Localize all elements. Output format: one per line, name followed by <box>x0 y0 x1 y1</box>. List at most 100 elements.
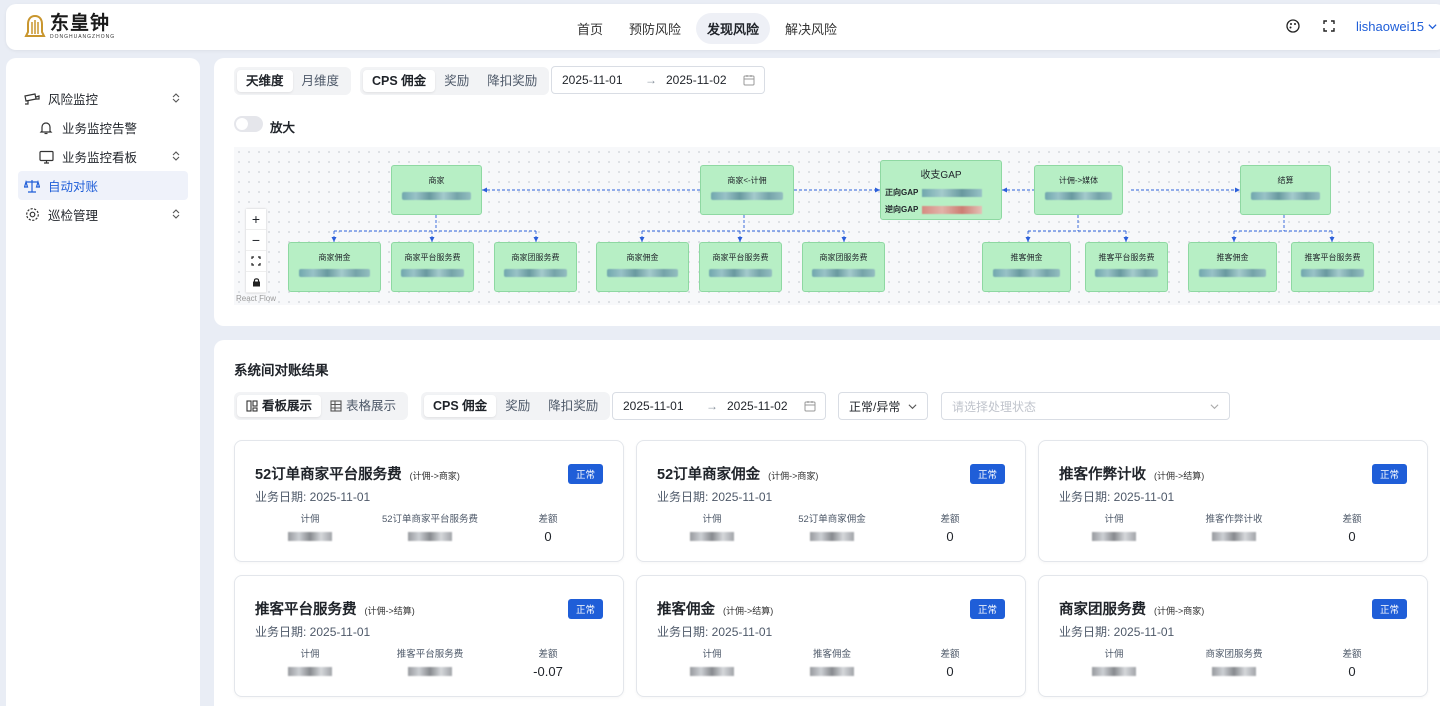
tab-day[interactable]: 天维度 <box>237 70 293 92</box>
masked-value <box>1212 667 1256 676</box>
lock-button[interactable] <box>246 272 266 293</box>
nav-resolve-risk[interactable]: 解决风险 <box>785 22 838 37</box>
flow-node-merchant-group-fee-1[interactable]: 商家团服务费 <box>494 242 577 292</box>
flow-node-promoter-platform-fee-1[interactable]: 推客平台服务费 <box>1085 242 1168 292</box>
react-flow-attribution[interactable]: React Flow <box>236 294 277 303</box>
sidebar-item-inspection[interactable]: 巡检管理 <box>6 200 200 229</box>
date-end: 2025-11-02 <box>727 399 788 413</box>
business-date: 业务日期: 2025-11-01 <box>657 490 773 504</box>
flow-node-promoter-commission-1[interactable]: 推客佣金 <box>982 242 1071 292</box>
business-date: 业务日期: 2025-11-01 <box>657 625 773 639</box>
sidebar-item-label: 业务监控看板 <box>62 151 138 165</box>
flow-node-merchant-platform-fee-1[interactable]: 商家平台服务费 <box>391 242 474 292</box>
sidebar-item-label: 自动对账 <box>48 180 99 194</box>
zoom-label: 放大 <box>270 121 296 135</box>
col-label: 52订单商家平台服务费 <box>381 514 479 525</box>
col-label: 商家团服务费 <box>1205 649 1263 660</box>
flow-node-promoter-commission-2[interactable]: 推客佣金 <box>1188 242 1277 292</box>
masked-value <box>810 667 854 676</box>
date-start: 2025-11-01 <box>623 399 684 413</box>
sidebar-item-risk-monitor[interactable]: 风险监控 <box>6 84 200 113</box>
flow-node-merchant-commission[interactable]: 商家<-计佣 <box>700 165 794 215</box>
username: lishaowei15 <box>1356 18 1424 34</box>
tab-table-view[interactable]: 表格展示 <box>321 395 405 417</box>
col-label: 52订单商家佣金 <box>798 514 866 525</box>
masked-value <box>288 532 332 541</box>
table-icon <box>330 400 342 412</box>
status-badge: 正常 <box>1371 599 1407 619</box>
board-icon <box>246 400 258 412</box>
palette-icon[interactable] <box>1284 17 1302 35</box>
sidebar-item-business-dashboard[interactable]: 业务监控看板 <box>6 142 200 171</box>
zoom-toggle[interactable] <box>234 116 263 132</box>
flow-node-commission-media[interactable]: 计佣->媒体 <box>1034 165 1123 215</box>
result-type-tabs: CPS 佣金 奖励 降扣奖励 <box>421 392 611 420</box>
flow-node-settlement[interactable]: 结算 <box>1240 165 1331 215</box>
date-range-picker[interactable]: 2025-11-01 → 2025-11-02 <box>551 66 765 94</box>
flow-node-merchant-commission-1[interactable]: 商家佣金 <box>288 242 381 292</box>
flow-node-gap[interactable]: 收支GAP 正向GAP 逆向GAP <box>880 160 1002 220</box>
diff-value: 0 <box>1348 664 1356 679</box>
diff-value: 0 <box>1348 529 1356 544</box>
chevron-down-icon <box>1210 404 1219 410</box>
fullscreen-icon[interactable] <box>1320 17 1338 35</box>
view-mode-tabs: 看板展示 表格展示 <box>234 392 409 420</box>
brand-name: 东皇钟 <box>50 13 111 34</box>
nav-prevent-risk[interactable]: 预防风险 <box>629 22 682 37</box>
expand-toggle-icon <box>172 151 180 161</box>
sidebar-item-auto-reconcile[interactable]: 自动对账 <box>18 171 188 200</box>
col-label: 计佣 <box>300 514 320 525</box>
result-card[interactable]: 推客平台服务费(计佣->结算) 正常 业务日期: 2025-11-01 计佣 推… <box>234 575 624 697</box>
card-subtitle: (计佣->商家) <box>409 471 460 481</box>
tab-cps[interactable]: CPS 佣金 <box>424 395 497 417</box>
reconcile-results-panel: 系统间对账结果 看板展示 表格展示 CPS 佣金 奖励 降扣奖励 2025-11… <box>214 340 1440 706</box>
zoom-in-button[interactable]: + <box>246 209 266 230</box>
col-label: 差额 <box>1342 514 1362 525</box>
tab-cps[interactable]: CPS 佣金 <box>363 70 436 92</box>
tab-month[interactable]: 月维度 <box>301 74 340 88</box>
business-date: 业务日期: 2025-11-01 <box>1059 490 1175 504</box>
reconcile-flow-canvas[interactable]: 商家 商家<-计佣 收支GAP 正向GAP 逆向GAP 计佣->媒体 结算 商家… <box>234 147 1440 305</box>
result-date-range-picker[interactable]: 2025-11-01 → 2025-11-02 <box>612 392 826 420</box>
zoom-out-button[interactable]: − <box>246 230 266 251</box>
nav-home[interactable]: 首页 <box>577 22 604 37</box>
nav-discover-risk[interactable]: 发现风险 <box>696 13 771 44</box>
card-title: 推客作弊计收 <box>1059 467 1146 483</box>
fit-view-button[interactable] <box>246 251 266 272</box>
result-card[interactable]: 推客作弊计收(计佣->结算) 正常 业务日期: 2025-11-01 计佣 推客… <box>1038 440 1428 562</box>
result-card[interactable]: 52订单商家佣金(计佣->商家) 正常 业务日期: 2025-11-01 计佣 … <box>636 440 1026 562</box>
flow-edges <box>331 187 1335 242</box>
col-label: 差额 <box>940 514 960 525</box>
tab-board-view[interactable]: 看板展示 <box>237 395 322 417</box>
flow-node-merchant-group-fee-2[interactable]: 商家团服务费 <box>802 242 885 292</box>
cctv-icon <box>24 91 40 107</box>
tab-reward[interactable]: 奖励 <box>444 74 470 88</box>
card-title: 推客平台服务费 <box>255 602 357 618</box>
status-select[interactable]: 正常/异常 <box>838 392 928 420</box>
tab-reward[interactable]: 奖励 <box>505 399 531 413</box>
col-label: 计佣 <box>702 649 722 660</box>
masked-value <box>1092 667 1136 676</box>
sidebar-item-label: 风险监控 <box>48 93 99 107</box>
user-menu[interactable]: lishaowei15 <box>1356 19 1437 34</box>
monitor-icon <box>38 149 54 165</box>
result-card[interactable]: 52订单商家平台服务费(计佣->商家) 正常 业务日期: 2025-11-01 … <box>234 440 624 562</box>
flow-node-merchant[interactable]: 商家 <box>391 165 482 215</box>
result-card[interactable]: 商家团服务费(计佣->商家) 正常 业务日期: 2025-11-01 计佣 商家… <box>1038 575 1428 697</box>
flow-node-merchant-commission-2[interactable]: 商家佣金 <box>596 242 689 292</box>
brand-logo[interactable]: 东皇钟 DONGHUANGZHONG <box>24 14 115 40</box>
tab-deduct-reward[interactable]: 降扣奖励 <box>487 74 538 88</box>
tab-deduct-reward[interactable]: 降扣奖励 <box>548 399 599 413</box>
flow-node-promoter-platform-fee-2[interactable]: 推客平台服务费 <box>1291 242 1374 292</box>
bell-logo-icon <box>24 14 46 40</box>
sidebar-item-label: 业务监控告警 <box>62 122 138 136</box>
business-date: 业务日期: 2025-11-01 <box>255 490 371 504</box>
sidebar-item-business-alert[interactable]: 业务监控告警 <box>6 113 200 142</box>
process-status-select[interactable]: 请选择处理状态 <box>941 392 1230 420</box>
col-label: 计佣 <box>1104 649 1124 660</box>
diff-value: 0 <box>544 529 552 544</box>
result-card[interactable]: 推客佣金(计佣->结算) 正常 业务日期: 2025-11-01 计佣 推客佣金… <box>636 575 1026 697</box>
flow-node-merchant-platform-fee-2[interactable]: 商家平台服务费 <box>699 242 782 292</box>
chevron-down-icon <box>908 404 917 410</box>
masked-value <box>690 532 734 541</box>
